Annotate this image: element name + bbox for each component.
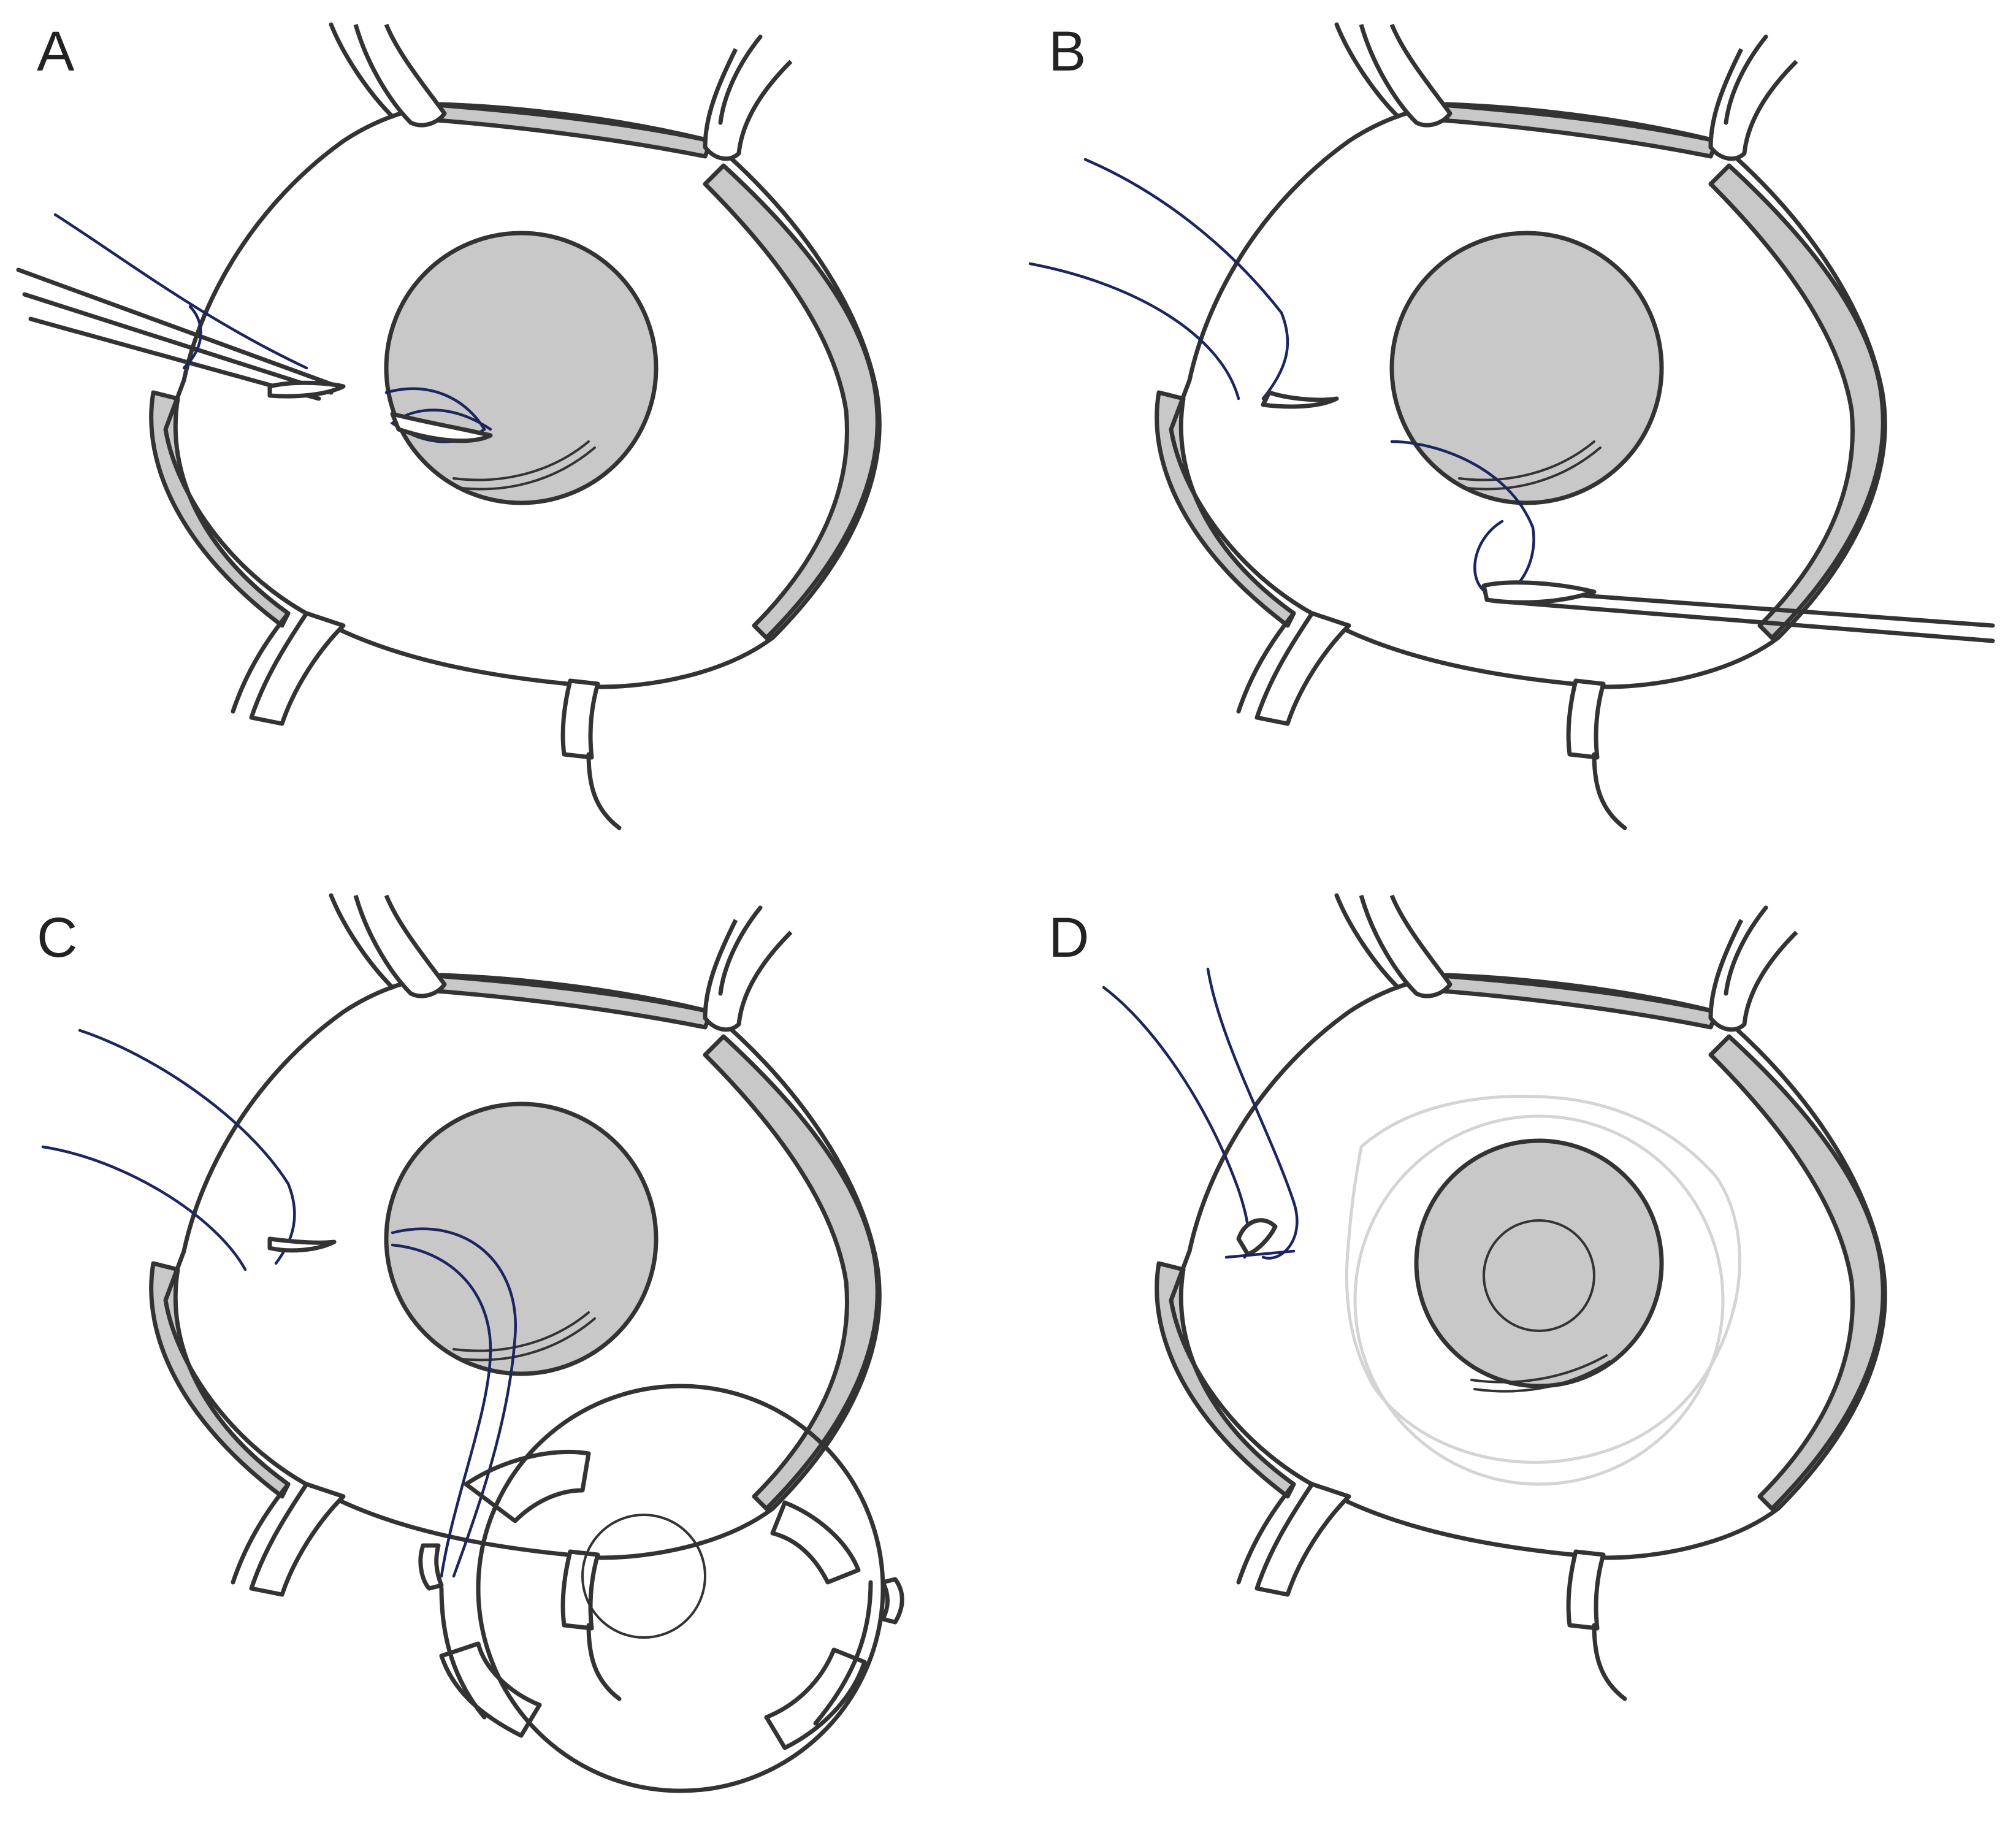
- suture-a: [53, 213, 492, 443]
- needle-tip-icon: [267, 1236, 337, 1253]
- panel-c: C: [37, 895, 904, 1793]
- panel-b: B: [1028, 20, 1995, 828]
- panel-label-c: C: [37, 906, 77, 969]
- suture-c: [41, 1028, 517, 1578]
- pupil: [1414, 1138, 1664, 1388]
- forceps-icon: [16, 267, 346, 401]
- iris-claw-lens-icon: [418, 1384, 904, 1793]
- panel-d: D: [1048, 895, 1885, 1699]
- needle-tip-icon: [1261, 390, 1339, 409]
- implant-faint-outline: [1345, 1095, 1741, 1486]
- panel-label-b: B: [1048, 20, 1086, 83]
- suture-knot-icon: [1224, 1218, 1296, 1259]
- cannula-icon: [1481, 580, 1995, 643]
- panel-label-a: A: [37, 20, 75, 83]
- panel-label-d: D: [1048, 906, 1089, 969]
- panel-a: A: [16, 20, 879, 828]
- suture-b: [1028, 158, 1535, 597]
- needle-in-pupil-icon: [390, 412, 493, 443]
